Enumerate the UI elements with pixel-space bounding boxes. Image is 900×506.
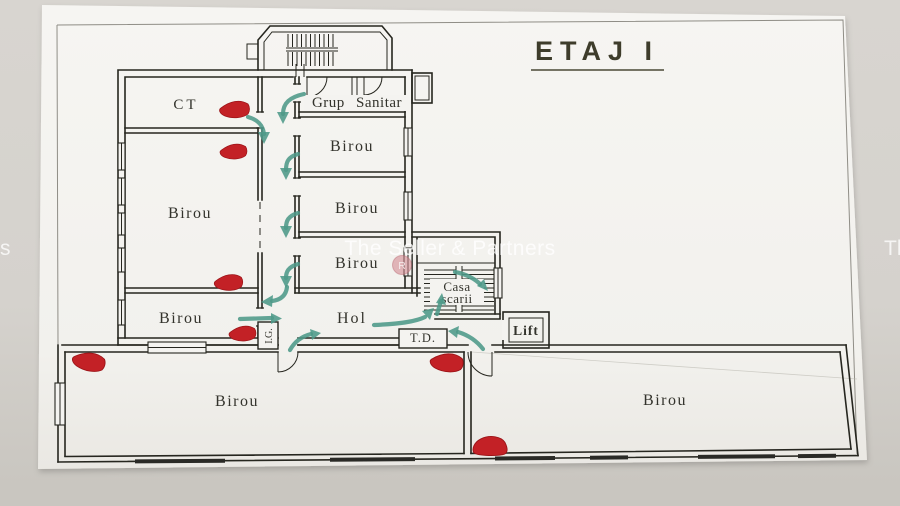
evacuation-arrow-head (436, 293, 446, 305)
fire-extinguisher-markers (71, 100, 508, 456)
room-label-birou-left-small: Birou (159, 310, 203, 327)
evacuation-arrow-head (477, 279, 488, 291)
room-label-lift: Lift (513, 323, 539, 338)
scratch-line (471, 351, 858, 380)
room-label-birou-left-large: Birou (168, 205, 212, 222)
walls-exterior-stair (246, 25, 393, 77)
room-label-hol: Hol (337, 310, 367, 327)
evacuation-arrow-head (448, 326, 459, 338)
panel-label-ig: I.G. (264, 328, 275, 344)
evacuation-arrow-head (280, 168, 292, 180)
walls-corridor (256, 76, 301, 339)
evacuation-arrow-heads (258, 112, 488, 340)
attached-shaft (411, 72, 433, 104)
evacuation-arrow-head (277, 112, 289, 124)
watermark-text-left-partial: rs (0, 237, 11, 260)
door-arc-bottom-right (467, 351, 493, 377)
lift-box (502, 311, 550, 349)
door-arc-bottom-left (277, 351, 299, 373)
room-label-birou-right-top: Birou (330, 138, 374, 155)
watermark-registered-letter: R (398, 261, 405, 272)
evacuation-arrow-head (258, 132, 270, 144)
watermark-text-right-partial: Th (884, 237, 900, 260)
room-label-casa-line1: Casa (443, 279, 470, 294)
evacuation-arrow (371, 314, 428, 328)
fire-extinguisher-marker (228, 325, 257, 342)
grup-sanitar-label-box (304, 95, 410, 111)
evacuation-arrow-head (280, 276, 292, 288)
evacuation-arrow (237, 315, 275, 322)
evacuation-arrow-head (422, 308, 434, 320)
page-title: ETAJ I (535, 36, 659, 66)
ig-panel-box (257, 321, 279, 350)
plan-frame-border (56, 19, 858, 455)
room-label-grup-sanitar: Grup Sanitar (312, 95, 402, 111)
fire-extinguisher-marker (219, 100, 250, 119)
evacuation-arrow (280, 91, 307, 117)
fire-extinguisher-marker (71, 352, 106, 372)
panel-label-td: T.D. (410, 331, 436, 345)
evacuation-arrow-head (271, 313, 282, 324)
evacuation-arrow (269, 284, 290, 304)
room-label-birou-right-bottom: Birou (335, 255, 379, 272)
evacuation-arrow (287, 331, 314, 353)
evacuation-arrows (237, 91, 486, 353)
evacuation-arrow (455, 329, 486, 352)
fire-extinguisher-marker (429, 353, 464, 373)
watermark-text-center: The Seller & Partners (344, 237, 555, 260)
evacuation-arrow-head (261, 295, 273, 307)
evacuation-arrow-head (280, 226, 292, 238)
fire-extinguisher-marker (219, 143, 248, 160)
room-label-birou-bottom-left: Birou (215, 393, 259, 410)
walls-bottom-rooms (54, 341, 859, 464)
evacuation-arrow-head (310, 329, 321, 340)
watermark: R The Seller & Partners rs Th (0, 237, 900, 275)
room-label-casa-line2: scarii (441, 291, 472, 306)
watermark-registered-circle (392, 255, 412, 275)
room-label-birou-right-middle: Birou (335, 200, 379, 217)
fire-extinguisher-marker (472, 436, 508, 456)
room-label-ct: CT (173, 97, 198, 113)
td-panel-box (398, 328, 448, 349)
bottom-wall-windows (134, 453, 837, 464)
evacuation-arrow (452, 269, 483, 287)
fire-extinguisher-marker (213, 274, 244, 291)
room-label-birou-bottom-right: Birou (643, 392, 687, 409)
